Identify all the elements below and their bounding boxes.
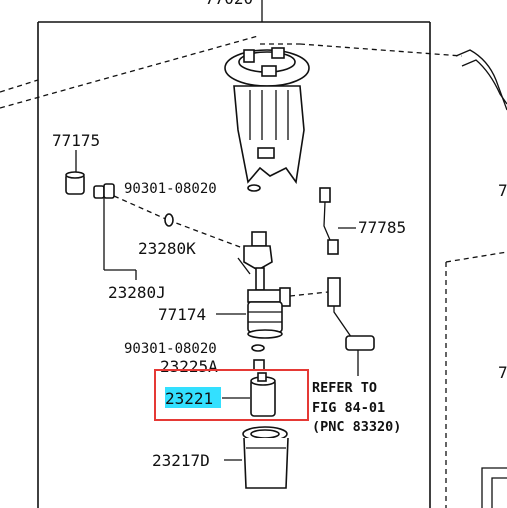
ref-line-1: REFER TO	[312, 380, 377, 396]
ref-line-3: (PNC 83320)	[312, 419, 401, 435]
gasket-lower	[251, 344, 265, 352]
label-23280J: 23280J	[108, 283, 166, 302]
highlight-label-bg	[165, 387, 221, 408]
label-90301-a: 90301-08020	[124, 181, 217, 197]
highlight-box	[154, 369, 309, 421]
label-right-cut-2: 7	[498, 363, 507, 382]
connector-upper	[93, 183, 261, 199]
label-90301-b: 90301-08020	[124, 341, 217, 357]
label-23225A: 23225A	[160, 357, 218, 376]
bracket-23280J	[103, 195, 249, 280]
filter-77175	[65, 171, 85, 195]
label-right-cut-1: 7	[498, 181, 507, 200]
label-77785: 77785	[358, 218, 406, 237]
assembly-frame	[37, 21, 431, 508]
label-23221[interactable]: 23221	[165, 389, 213, 408]
ref-line-2: FIG 84-01	[312, 400, 385, 416]
part-23225A	[253, 359, 265, 371]
label-23217D: 23217D	[152, 451, 210, 470]
pump-body-77174	[237, 231, 291, 339]
oring-23280K	[164, 213, 174, 227]
sender-wire-77785	[319, 187, 356, 255]
filter-23217D	[242, 426, 289, 489]
label-23280K: 23280K	[138, 239, 196, 258]
label-top-cut: 77020	[205, 0, 253, 8]
label-77174: 77174	[158, 305, 206, 324]
fuel-pump-23221	[250, 372, 276, 417]
dash-leaders	[0, 35, 507, 508]
label-77175: 77175	[52, 131, 100, 150]
float-arm	[289, 277, 375, 376]
pump-top-flange	[224, 47, 310, 185]
right-side-hose	[455, 49, 507, 508]
